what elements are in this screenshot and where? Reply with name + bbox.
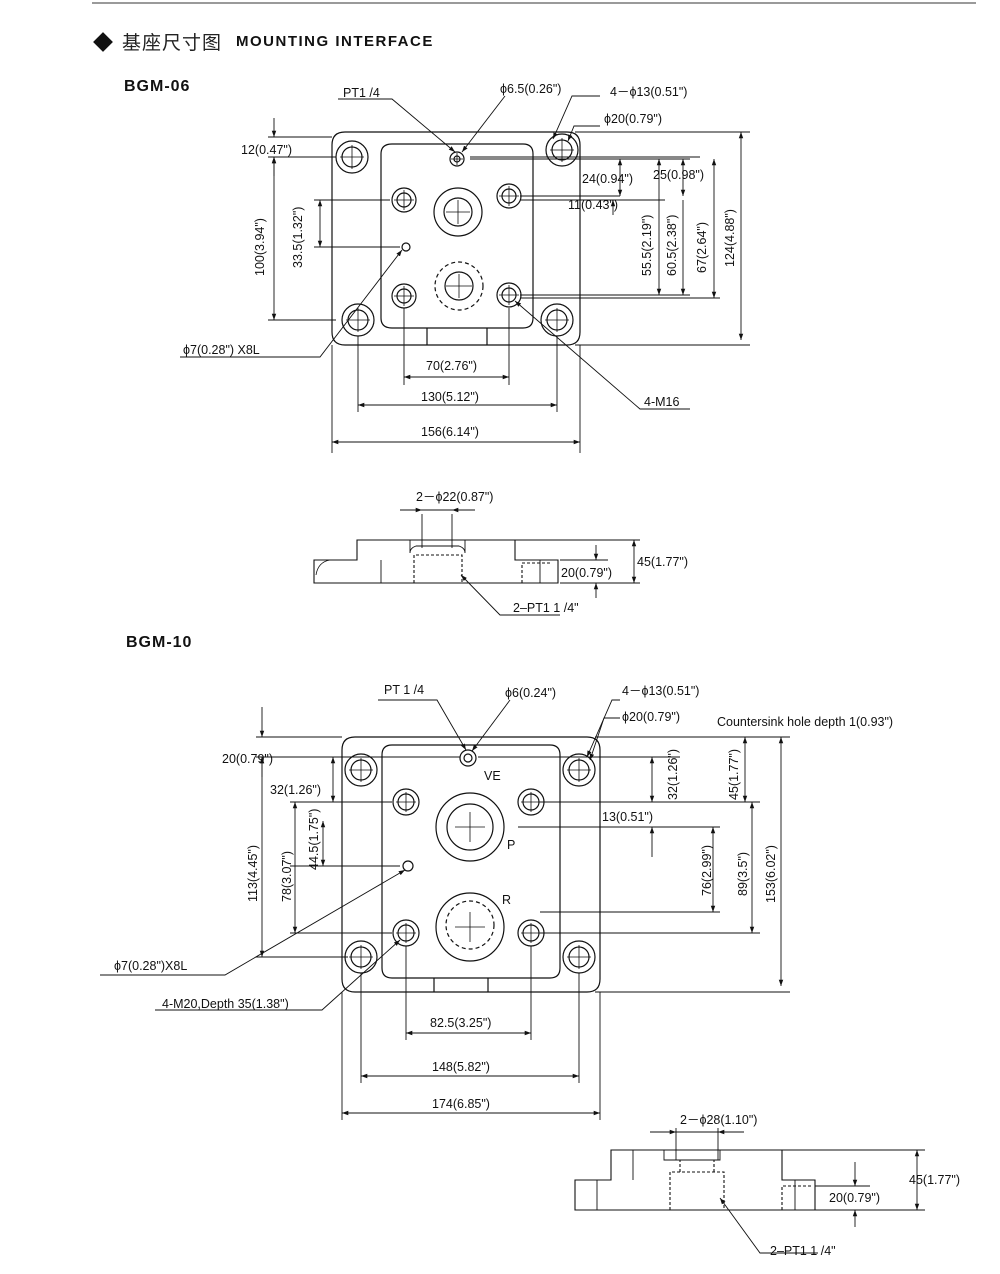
bgm10-side-dimensions <box>650 1128 925 1254</box>
bgm06-side-45-label: 45(1.77") <box>637 555 688 569</box>
bgm10-dim-13: 13(0.51") <box>602 810 653 824</box>
bgm06-phi-7-label: ϕ7(0.28") X8L <box>183 343 260 357</box>
bgm06-pt-label: PT1 /4 <box>343 86 380 100</box>
bgm10-side-45-label: 45(1.77") <box>909 1173 960 1187</box>
bgm10-dim-44-5: 44.5(1.75") <box>307 809 321 870</box>
bgm06-holes-13-label: 4－ϕ13(0.51") <box>610 85 687 99</box>
bgm10-dim-78: 78(3.07") <box>280 851 294 902</box>
bgm06-dimension-labels: PT1 /4 ϕ6.5(0.26") 4－ϕ13(0.51") ϕ20(0.79… <box>183 82 737 439</box>
bgm10-port-r: R <box>502 893 511 907</box>
bgm10-dim-76: 76(2.99") <box>700 845 714 896</box>
bgm10-m20-holes <box>392 788 545 947</box>
bgm06-dim-55-5: 55.5(2.19") <box>640 215 654 276</box>
bgm06-side-dimensions <box>400 507 640 616</box>
bgm06-m16-label: 4-M16 <box>644 395 679 409</box>
bgm10-phi-7-label: ϕ7(0.28")X8L <box>114 959 187 973</box>
bgm10-port-p: P <box>507 838 515 852</box>
bgm06-outer-outline <box>331 131 581 346</box>
bgm06-side-phi-label: 2－ϕ22(0.87") <box>416 490 493 504</box>
bgm06-phi-small-label: ϕ6.5(0.26") <box>500 82 561 96</box>
bgm06-side-pt-label: 2–PT1 1 /4" <box>513 601 579 615</box>
bgm10-dimensions <box>100 699 790 1120</box>
bgm10-centre-lines <box>349 758 591 969</box>
bgm06-plan-view <box>331 131 581 346</box>
bgm06-dim-33-5: 33.5(1.32") <box>291 207 305 268</box>
bgm10-outer-outline <box>341 736 601 993</box>
bgm06-dim-130: 130(5.12") <box>421 390 479 404</box>
bgm10-dim-174: 174(6.85") <box>432 1097 490 1111</box>
bgm10-port-ve: VE <box>484 769 501 783</box>
bgm10-dim-148: 148(5.82") <box>432 1060 490 1074</box>
bgm10-dim-113: 113(4.45") <box>246 845 260 902</box>
header-title-cn: 基座尺寸图 <box>122 32 223 54</box>
bgm10-dim-153: 153(6.02") <box>764 845 778 903</box>
bgm10-inner-face <box>381 744 561 979</box>
bgm06-dimensions <box>180 95 750 453</box>
bgm10-side-labels: 2－ϕ28(1.10") 45(1.77") 20(0.79") 2–PT1 1… <box>680 1113 960 1258</box>
bgm10-countersink-label: Countersink hole depth 1(0.93") <box>717 715 893 729</box>
bgm06-m16-holes <box>391 183 522 309</box>
bgm10-ports <box>402 749 505 962</box>
bgm06-dim-24: 24(0.94") <box>582 172 633 186</box>
top-rule <box>92 2 976 4</box>
bgm10-dimension-labels: PT 1 /4 ϕ6(0.24") 4－ϕ13(0.51") ϕ20(0.79"… <box>114 683 893 1111</box>
bgm10-dim-20: 20(0.79") <box>222 752 273 766</box>
section-header: 基座尺寸图 MOUNTING INTERFACE <box>92 28 434 55</box>
bgm10-m20-label: 4-M20,Depth 35(1.38") <box>162 997 289 1011</box>
bgm06-side-labels: 2－ϕ22(0.87") 20(0.79") 45(1.77") 2–PT1 1… <box>416 490 688 615</box>
bgm06-dim-11: 11(0.43") <box>568 198 618 212</box>
bgm06-side-20-label: 20(0.79") <box>561 566 612 580</box>
bgm06-side-view <box>313 539 559 584</box>
bgm10-dim-82-5: 82.5(3.25") <box>430 1016 491 1030</box>
bgm06-phi-20-label: ϕ20(0.79") <box>604 112 662 126</box>
bgm10-dim-32-right: 32(1.26") <box>666 749 680 800</box>
model-label-bgm06: BGM-06 <box>124 78 191 95</box>
bgm06-dim-67: 67(2.64") <box>695 222 709 273</box>
bgm10-phi-small-label: ϕ6(0.24") <box>505 686 556 700</box>
bgm06-inner-face <box>380 143 534 329</box>
bgm10-dim-45: 45(1.77") <box>727 749 741 800</box>
bgm10-side-pt-label: 2–PT1 1 /4" <box>770 1244 836 1258</box>
bgm10-pt-label: PT 1 /4 <box>384 683 424 697</box>
bgm10-side-view <box>574 1149 816 1211</box>
bgm10-plan-view <box>341 736 601 993</box>
bgm06-dim-60-5: 60.5(2.38") <box>665 215 679 276</box>
bgm06-dim-25: 25(0.98") <box>653 168 704 182</box>
bgm06-dim-100: 100(3.94") <box>253 218 267 276</box>
bgm10-holes-13-label: 4－ϕ13(0.51") <box>622 684 699 698</box>
bgm06-dim-156: 156(6.14") <box>421 425 479 439</box>
bgm10-side-20-label: 20(0.79") <box>829 1191 880 1205</box>
bgm10-side-phi-label: 2－ϕ28(1.10") <box>680 1113 757 1127</box>
bgm06-dim-70: 70(2.76") <box>426 359 477 373</box>
bgm06-dim-12: 12(0.47") <box>241 143 292 157</box>
bgm10-dim-32-left: 32(1.26") <box>270 783 321 797</box>
bgm06-bottom-step <box>426 328 488 345</box>
bgm10-phi-20-label: ϕ20(0.79") <box>622 710 680 724</box>
model-label-bgm10: BGM-10 <box>126 634 193 651</box>
bgm06-centre-lines <box>340 138 574 332</box>
bgm10-dim-89: 89(3.5") <box>736 852 750 896</box>
bgm06-dim-124: 124(4.88") <box>723 209 737 267</box>
header-title-en: MOUNTING INTERFACE <box>236 33 434 50</box>
